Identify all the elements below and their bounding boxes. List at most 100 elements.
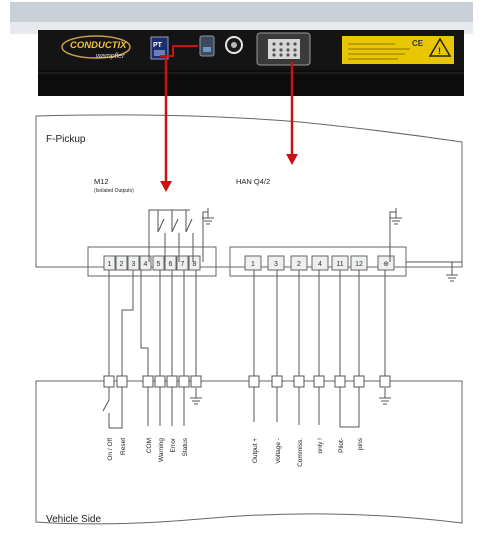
brand-subname: wampfler [96, 53, 125, 60]
han-terminal-number: 2 [297, 261, 301, 268]
device-photo: CONDUCTIX wampfler PT [10, 2, 473, 96]
m12-terminal [139, 255, 152, 271]
cable-com [140, 270, 149, 376]
vehicle-terminal [178, 375, 190, 388]
label-pins: pins [357, 437, 364, 450]
vehicle-terminal [103, 375, 115, 388]
warning-triangle-icon [428, 37, 452, 57]
led-window [199, 35, 215, 57]
pt-badge-label: PT [153, 42, 163, 49]
m12-arrowhead-icon [160, 181, 172, 192]
pilot-pins-loop [339, 387, 360, 428]
label-error: Error [170, 437, 177, 452]
vehicle-title: Vehicle Side [46, 514, 101, 525]
vehicle-terminal [166, 375, 178, 388]
brand-logo: CONDUCTIX wampfler [61, 35, 131, 60]
han-terminals: 1 3 2 4 11 12 ⊕ [244, 255, 395, 271]
han-title: HAN Q4/2 [236, 177, 270, 186]
warning-exclamation: ! [438, 46, 441, 56]
han-terminal [244, 255, 262, 271]
m12-terminal-number: 6 [169, 261, 173, 268]
round-switch [225, 36, 243, 54]
vehicle-terminal [379, 375, 391, 388]
brand-name: CONDUCTIX [70, 40, 127, 51]
label-commiss: Commiss. [297, 438, 304, 467]
m12-terminal-number: 4 [144, 261, 148, 268]
vehicle-terminal [293, 375, 305, 388]
ground-icon [446, 262, 458, 282]
warn-relay-contact [157, 218, 165, 233]
m12-terminal [115, 255, 128, 271]
han-insert [268, 39, 300, 59]
pickup-box: F-Pickup [35, 114, 463, 268]
han-arrowhead-icon [286, 154, 298, 165]
label-on-off: On / Off [107, 438, 114, 461]
han-terminal-number: 1 [251, 261, 255, 268]
error-relay-contact [171, 218, 179, 233]
vehicle-terminal [313, 375, 325, 388]
label-only: only ! [317, 438, 324, 454]
cables [108, 270, 386, 376]
m12-title: M12 [94, 177, 109, 186]
han-terminal-number: 11 [336, 261, 343, 268]
connector-arrows [160, 45, 298, 192]
label-pilot: Pilot- [338, 438, 345, 453]
label-warning: Warning [158, 438, 165, 462]
m12-terminal [152, 255, 165, 271]
m12-terminal-number: 3 [132, 261, 136, 268]
m12-terminal [188, 255, 201, 271]
ground-icon [190, 388, 202, 405]
label-voltage-minus: Voltage - [275, 438, 282, 464]
reset-return [109, 387, 123, 429]
vehicle-outline [35, 380, 463, 525]
label-status: Status [182, 437, 189, 456]
m12-terminal-number: 7 [181, 261, 185, 268]
vehicle-terminal [353, 375, 365, 388]
m12-terminal [176, 255, 189, 271]
vehicle-terminal [116, 375, 128, 388]
han-pe-lead [389, 211, 396, 262]
ground-icon [202, 208, 214, 225]
internal-wiring [148, 209, 462, 263]
han-terminal-number: 12 [355, 261, 363, 268]
vehicle-terminal [271, 375, 283, 388]
label-output-plus: Output + [252, 438, 259, 463]
pickup-title: F-Pickup [46, 134, 86, 145]
vehicle-box: Vehicle Side [35, 380, 463, 525]
rating-label: CE ! [342, 36, 454, 64]
vehicle-terminal [142, 375, 154, 388]
m12-terminal [164, 255, 177, 271]
status-indicator [199, 35, 215, 57]
han-terminal [267, 255, 285, 271]
pt-badge-strip [154, 50, 165, 56]
m12-terminal-number: 1 [108, 261, 112, 268]
status-relay-contact [185, 218, 193, 233]
han-pins [272, 42, 297, 57]
label-reset: Reset [120, 438, 127, 455]
han-terminal [311, 255, 329, 271]
vehicle-terminal [154, 375, 166, 388]
led [203, 47, 211, 52]
han-connector-photo [256, 32, 311, 66]
m12-subtitle: (Isolated Outputs) [94, 188, 134, 194]
han-terminal-number: ⊕ [383, 261, 389, 268]
han-terminal-number: 4 [318, 261, 322, 268]
han-terminal-number: 3 [274, 261, 278, 268]
m12-connector-photo: PT [150, 36, 169, 60]
m12-terminal-number: 5 [157, 261, 161, 268]
label-text-lines [348, 43, 410, 60]
vehicle-wiring [102, 387, 360, 429]
top-cover [10, 2, 473, 24]
com-bus [148, 209, 190, 262]
switch-knob [231, 42, 237, 48]
cable-reset [121, 270, 134, 376]
ground-symbols [190, 208, 458, 405]
logo-swoosh [61, 35, 131, 59]
m12-terminal-number: 8 [193, 261, 197, 268]
vehicle-terminal [190, 375, 202, 388]
device-base [38, 70, 464, 96]
han-terminal-block: 1 3 2 4 11 12 ⊕ [229, 246, 407, 277]
